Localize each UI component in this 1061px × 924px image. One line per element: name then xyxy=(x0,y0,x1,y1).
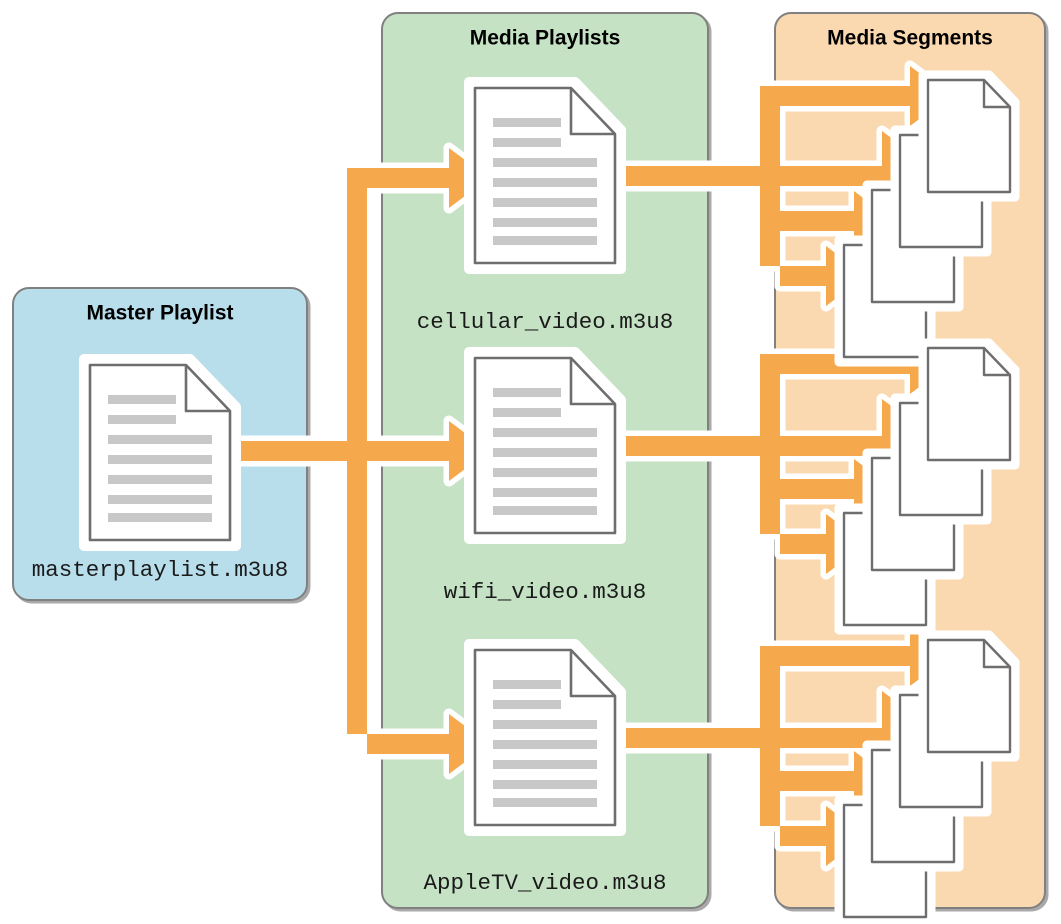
arrow-appletv-segment-3 xyxy=(760,728,894,811)
wifi-playlist-document: wifi_video.m3u8 xyxy=(444,347,647,605)
wifi-playlist-filename: wifi_video.m3u8 xyxy=(444,579,647,605)
document-icon xyxy=(473,86,617,265)
master-playlist-document: masterplaylist.m3u8 xyxy=(32,354,289,583)
arrow-cellular-segment-3 xyxy=(760,166,894,251)
segment-document xyxy=(918,70,1020,202)
master-playlist-title: Master Playlist xyxy=(86,302,233,325)
cellular-segment-stack xyxy=(834,70,1020,367)
cellular-playlist-document: cellular_video.m3u8 xyxy=(417,77,674,335)
document-icon xyxy=(473,356,617,535)
document-icon xyxy=(473,648,617,827)
appletv-playlist-document: AppleTV_video.m3u8 xyxy=(423,639,667,896)
wifi-segment-stack xyxy=(834,338,1020,635)
segment-document xyxy=(918,338,1020,470)
segment-document xyxy=(918,630,1020,762)
arrow-cellular-segment-1 xyxy=(615,66,950,186)
arrow-cellular-segment-2 xyxy=(760,131,922,191)
arrow-master-to-cellular xyxy=(230,148,489,461)
arrow-wifi-segment-2 xyxy=(760,399,922,459)
appletv-segment-stack xyxy=(834,630,1020,924)
arrow-master-to-wifi xyxy=(347,421,489,481)
appletv-playlist-filename: AppleTV_video.m3u8 xyxy=(423,870,666,896)
cellular-playlist-filename: cellular_video.m3u8 xyxy=(417,309,674,335)
document-icon xyxy=(88,363,232,542)
master-playlist-filename: masterplaylist.m3u8 xyxy=(32,557,289,583)
media-segments-title: Media Segments xyxy=(827,27,993,50)
arrow-wifi-segment-3 xyxy=(760,436,894,519)
arrow-trunk-stem xyxy=(230,441,370,461)
arrow-appletv-segment-1 xyxy=(615,626,950,748)
arrow-appletv-segment-2 xyxy=(760,691,922,751)
media-playlists-title: Media Playlists xyxy=(470,27,621,50)
